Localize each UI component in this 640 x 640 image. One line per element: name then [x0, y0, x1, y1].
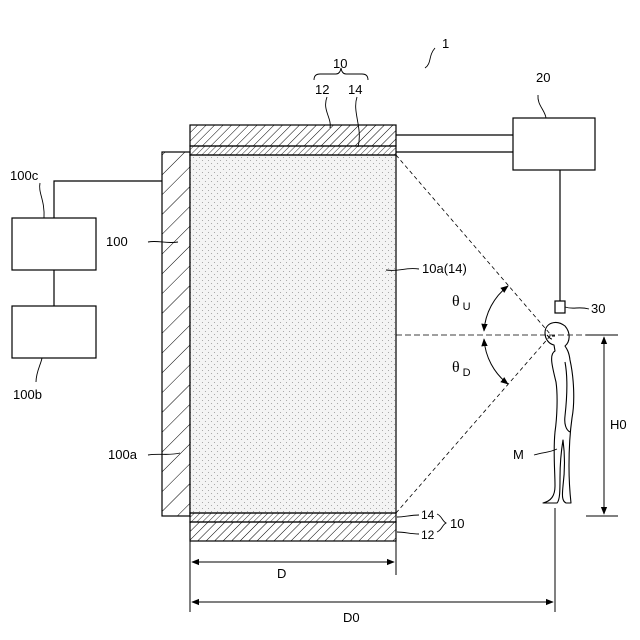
- label-layer-14-top: 14: [348, 82, 362, 97]
- wall: [162, 152, 190, 516]
- label-box-100b: 100b: [13, 387, 42, 402]
- box-100b: [12, 306, 96, 358]
- label-screen-surface: 10a(14): [422, 261, 467, 276]
- projector-box: [513, 118, 595, 170]
- label-camera: 30: [591, 301, 605, 316]
- label-distance: D0: [343, 610, 360, 625]
- label-person: M: [513, 447, 524, 462]
- wall-box-wire: [54, 181, 162, 218]
- label-layer-12-bottom: 12: [421, 528, 435, 542]
- label-layer-14-bottom: 14: [421, 508, 435, 522]
- label-height: H0: [610, 417, 627, 432]
- label-box-100c: 100c: [10, 168, 39, 183]
- top-plate-12: [190, 125, 396, 146]
- label-theta-u: θU: [452, 293, 471, 313]
- label-theta-d: θD: [452, 359, 471, 379]
- label-wall-surface: 100a: [108, 447, 138, 462]
- label-screen-group-top: 10: [333, 56, 347, 71]
- screen-surface: [190, 155, 396, 513]
- label-device: 1: [442, 36, 449, 51]
- theta-u-arc: [484, 286, 508, 331]
- theta-d-arc: [484, 339, 508, 384]
- sight-line-upper: [396, 155, 551, 335]
- label-depth: D: [277, 566, 286, 581]
- label-screen-group-bottom: 10: [450, 516, 464, 531]
- label-projector: 20: [536, 70, 550, 85]
- top-film-14: [190, 146, 396, 155]
- sight-line-lower: [396, 335, 551, 513]
- label-wall: 100: [106, 234, 128, 249]
- camera: [555, 301, 565, 313]
- bottom-film-14: [190, 513, 396, 522]
- bottom-plate-12: [190, 522, 396, 541]
- person: [543, 322, 574, 503]
- box-100c: [12, 218, 96, 270]
- label-layer-12-top: 12: [315, 82, 329, 97]
